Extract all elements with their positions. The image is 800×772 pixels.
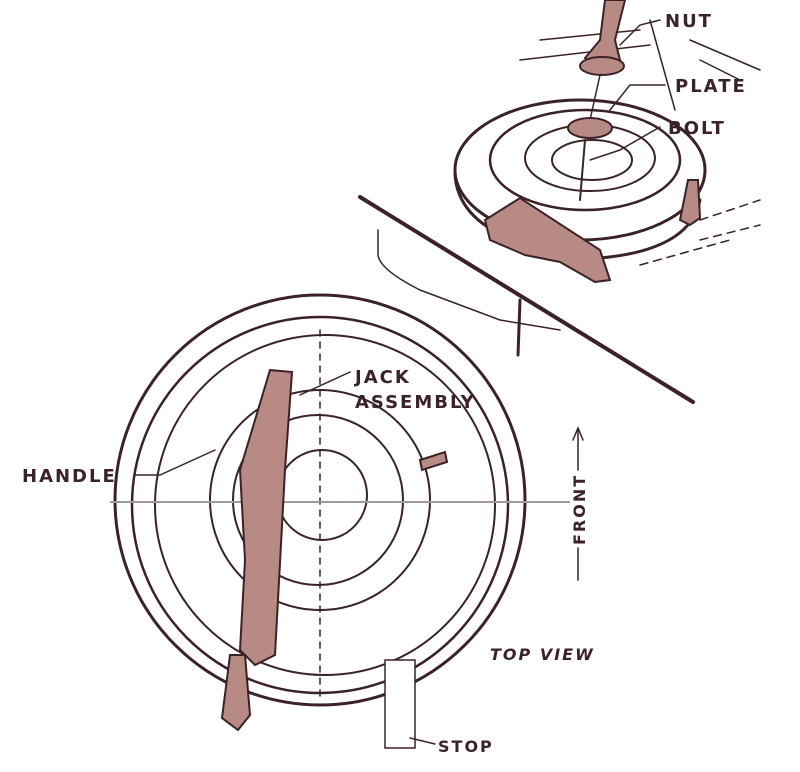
top-view-tire — [110, 293, 570, 749]
leader-lines — [134, 19, 676, 745]
perspective-tire — [453, 0, 761, 284]
top-view-label: TOP VIEW — [490, 645, 595, 664]
stop-label: STOP — [438, 737, 494, 756]
trunk-floor-edge — [358, 195, 695, 404]
handle-label: HANDLE — [22, 466, 117, 487]
jack-assembly-label-line2: ASSEMBLY — [355, 392, 476, 413]
plate-label: PLATE — [675, 76, 747, 97]
front-label: FRONT — [570, 474, 589, 545]
nut-label: NUT — [665, 11, 713, 32]
jack-assembly-label-line1: JACK — [353, 367, 411, 388]
bolt-label: BOLT — [668, 118, 726, 139]
